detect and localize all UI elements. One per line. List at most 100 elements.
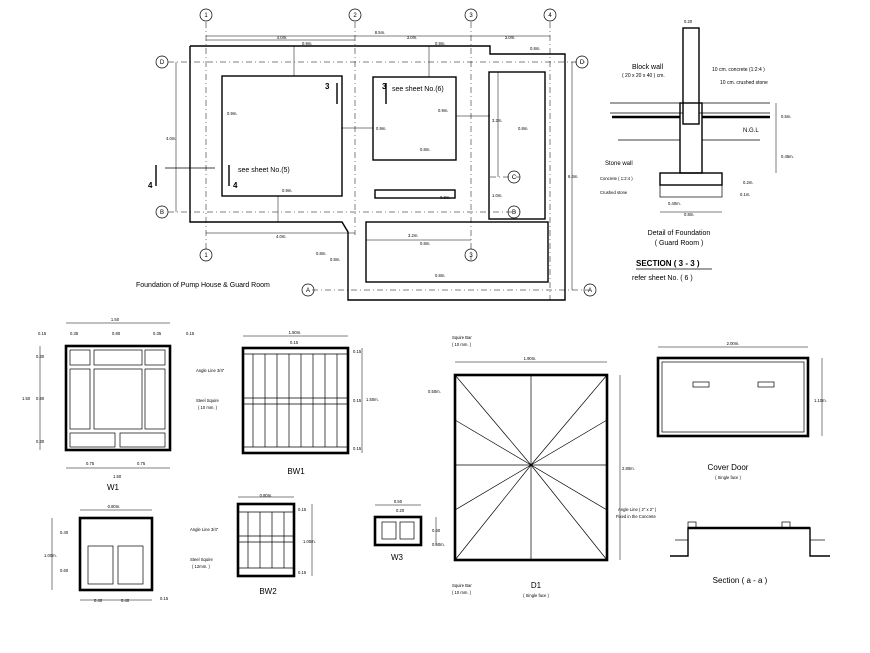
svg-text:( Guard Room ): ( Guard Room ) [655, 240, 704, 247]
svg-text:4: 4 [233, 181, 238, 190]
svg-text:3: 3 [469, 253, 473, 259]
svg-text:Steel Squire: Steel Squire [190, 557, 213, 562]
svg-text:( 10 mm. ): ( 10 mm. ) [452, 342, 472, 347]
svg-text:0.40: 0.40 [94, 598, 103, 603]
svg-text:Steel Squire: Steel Squire [196, 398, 219, 403]
svg-text:0.30: 0.30 [36, 439, 45, 444]
svg-text:0.8m.: 0.8m. [440, 195, 450, 200]
detail-of-foundation: Block wall ( 20 x 20 x 40 ) cm. 10 cm. c… [600, 19, 794, 247]
svg-text:0.9m.: 0.9m. [227, 111, 237, 116]
svg-text:Fixed in the Concrete: Fixed in the Concrete [616, 514, 656, 519]
svg-text:Squire Bar: Squire Bar [452, 335, 472, 340]
svg-text:0.50: 0.50 [394, 499, 403, 504]
svg-text:3: 3 [469, 13, 473, 19]
svg-text:1: 1 [204, 253, 208, 259]
svg-text:3.0m.: 3.0m. [505, 35, 515, 40]
svg-text:4.0m.: 4.0m. [166, 136, 176, 141]
detail-title: Detail of Foundation [648, 230, 711, 237]
svg-text:3.2m.: 3.2m. [408, 233, 418, 238]
svg-text:Concrete ( 1:2:4 ): Concrete ( 1:2:4 ) [600, 176, 633, 181]
sheet-ref-a: see sheet No.(6) [392, 86, 444, 93]
grid-bubble-1: 1 [199, 8, 213, 22]
svg-text:1.50: 1.50 [22, 396, 31, 401]
svg-text:C: C [512, 175, 517, 181]
svg-text:1.50m.: 1.50m. [366, 397, 379, 402]
bw2-label: BW2 [259, 587, 277, 596]
svg-text:0.50m.: 0.50m. [428, 389, 441, 394]
svg-text:B: B [160, 210, 164, 216]
svg-text:0.90: 0.90 [36, 396, 45, 401]
section-aa-label: Section ( a - a ) [713, 576, 768, 585]
svg-text:0.15: 0.15 [186, 331, 195, 336]
w3-label: W3 [391, 553, 404, 562]
svg-text:0.1m.: 0.1m. [740, 192, 750, 197]
svg-text:( 20 x 20 x 40 ) cm.: ( 20 x 20 x 40 ) cm. [622, 73, 665, 79]
svg-text:0.15: 0.15 [353, 398, 362, 403]
svg-text:0.35: 0.35 [70, 331, 79, 336]
svg-text:8.5m.: 8.5m. [375, 30, 385, 35]
svg-text:SECTION ( 3 - 3 ): SECTION ( 3 - 3 ) [636, 259, 700, 268]
svg-text:( 10 mm. ): ( 10 mm. ) [198, 405, 218, 410]
svg-text:1.10m.: 1.10m. [814, 398, 827, 403]
svg-text:1.50m.: 1.50m. [289, 330, 302, 335]
svg-text:1.50: 1.50 [113, 474, 122, 479]
svg-text:Stone wall: Stone wall [605, 161, 633, 167]
section-3-3-title: SECTION ( 3 - 3 ) refer sheet No. ( 6 ) [632, 259, 712, 282]
svg-text:Crushed stone: Crushed stone [600, 190, 628, 195]
svg-text:2: 2 [353, 13, 357, 19]
grid-bubble-B-left: B [155, 205, 169, 219]
grid-bubble-A-right: A [583, 283, 597, 297]
svg-text:N.G.L: N.G.L [743, 128, 759, 134]
svg-text:0.8m.: 0.8m. [420, 241, 430, 246]
grid-bubble-3-bottom: 3 [464, 248, 478, 262]
svg-text:1.90m.: 1.90m. [524, 356, 537, 361]
svg-text:0.15: 0.15 [290, 340, 299, 345]
window-w2: 0.80m. 0.40 1.00m. 0.60 0.40 0.40 0.15 [44, 504, 169, 603]
svg-text:0.20: 0.20 [396, 508, 405, 513]
svg-text:Angle Line 3/4": Angle Line 3/4" [190, 527, 219, 532]
svg-text:( Single face ): ( Single face ) [523, 593, 549, 598]
svg-text:4.0m.: 4.0m. [277, 35, 287, 40]
svg-text:0.30: 0.30 [36, 354, 45, 359]
window-w1: 1.50 0.15 0.35 0.80 0.35 0.15 1.50 0.30 … [22, 317, 195, 492]
svg-text:3: 3 [325, 82, 330, 91]
svg-text:0.9m.: 0.9m. [438, 108, 448, 113]
svg-text:0.8m.: 0.8m. [435, 273, 445, 278]
svg-text:0.8m.: 0.8m. [684, 212, 694, 217]
svg-text:0.75: 0.75 [86, 461, 95, 466]
svg-text:Block wall: Block wall [632, 64, 664, 71]
svg-text:1.0m.: 1.0m. [492, 193, 502, 198]
svg-text:0.9m.: 0.9m. [376, 126, 386, 131]
svg-text:Angle Line ( 2" x 2" ): Angle Line ( 2" x 2" ) [618, 507, 657, 512]
svg-text:3: 3 [382, 82, 387, 91]
svg-text:0.40m.: 0.40m. [668, 201, 681, 206]
svg-text:0.15: 0.15 [353, 446, 362, 451]
w1-label: W1 [107, 483, 120, 492]
foundation-plan-title: Foundation of Pump House & Guard Room [136, 282, 270, 289]
svg-text:4: 4 [148, 181, 153, 190]
svg-text:0.8m.: 0.8m. [330, 257, 340, 262]
d1-label: D1 [531, 581, 542, 590]
svg-text:3.0m.: 3.0m. [407, 35, 417, 40]
svg-text:0.80: 0.80 [112, 331, 121, 336]
svg-text:0.45m.: 0.45m. [781, 154, 794, 159]
svg-text:1.00m.: 1.00m. [44, 553, 57, 558]
svg-text:0.8m.: 0.8m. [420, 147, 430, 152]
svg-text:0.40: 0.40 [432, 528, 441, 533]
svg-text:1.00m.: 1.00m. [303, 539, 316, 544]
svg-text:Squire Bar: Squire Bar [452, 583, 472, 588]
svg-text:2.00m.: 2.00m. [727, 341, 740, 346]
window-bw1: 1.50m. 0.15 0.15 1.50m. 0.15 0.15 Angle … [196, 330, 379, 476]
svg-text:0.9m.: 0.9m. [435, 41, 445, 46]
svg-text:0.15: 0.15 [38, 331, 47, 336]
svg-text:0.8m.: 0.8m. [530, 46, 540, 51]
grid-bubble-D-right: D [575, 55, 589, 69]
svg-text:0.9m.: 0.9m. [302, 41, 312, 46]
svg-text:0.9m.: 0.9m. [282, 188, 292, 193]
svg-text:0.5m.: 0.5m. [781, 114, 791, 119]
window-w3: 0.50 0.20 0.40 W3 [373, 499, 441, 562]
svg-text:0.15: 0.15 [353, 349, 362, 354]
svg-text:4: 4 [548, 13, 552, 19]
